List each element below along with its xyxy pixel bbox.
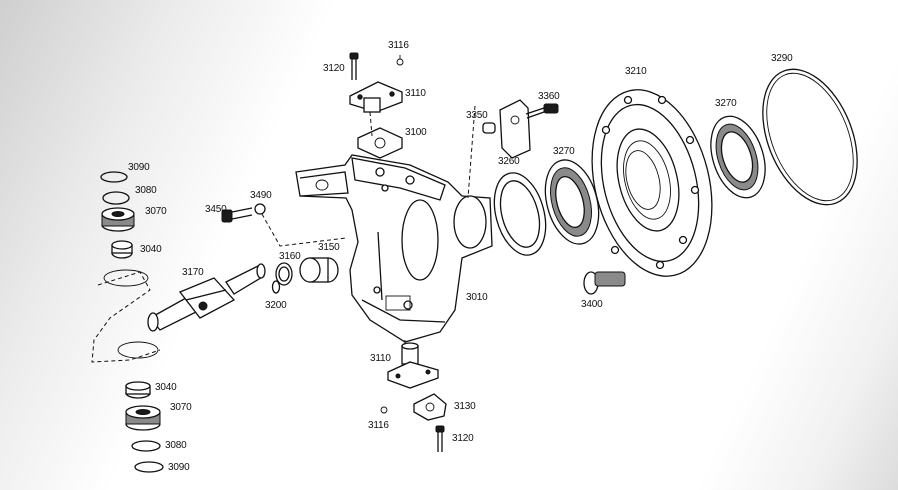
- label-3120-top: 3120: [323, 63, 345, 74]
- label-3090-bottom: 3090: [168, 462, 190, 473]
- bush-3150: [299, 257, 339, 283]
- flange-3210: [591, 89, 713, 277]
- label-3270-mid: 3270: [553, 146, 575, 157]
- drive-shaft-3170: [147, 263, 266, 332]
- ring-stack-bottom: [125, 381, 164, 473]
- washer-3490: [254, 203, 266, 215]
- label-3150: 3150: [318, 242, 340, 253]
- knuckle-3010: [295, 154, 493, 343]
- fitting-3116-top: [396, 58, 404, 66]
- label-3116-top: 3116: [388, 40, 409, 51]
- label-3360: 3360: [538, 91, 560, 102]
- label-3070-top: 3070: [145, 206, 167, 217]
- label-3170: 3170: [182, 267, 204, 278]
- label-3400: 3400: [581, 299, 603, 310]
- kingpin-cap-top-3110: [349, 81, 403, 113]
- gasket-3100: [357, 127, 403, 159]
- ring-3200: [271, 280, 281, 294]
- label-3110-top: 3110: [405, 88, 426, 99]
- kingpin-cap-bottom-3110: [387, 342, 439, 389]
- ring-stack-top: [100, 171, 135, 259]
- gasket-3130: [413, 393, 447, 421]
- sketch-outline: [91, 271, 161, 363]
- bearing-3270-mid: [544, 159, 600, 245]
- pin-3350: [482, 122, 496, 134]
- stud-3400: [583, 271, 626, 295]
- label-3350: 3350: [466, 110, 488, 121]
- label-3080-top: 3080: [135, 185, 157, 196]
- label-3100: 3100: [405, 127, 427, 138]
- bearing-3270-right: [710, 115, 766, 199]
- label-3270-right: 3270: [715, 98, 737, 109]
- label-3080-bottom: 3080: [165, 440, 187, 451]
- bolt-3360: [525, 103, 559, 119]
- plate-3350: [499, 99, 531, 159]
- label-3200: 3200: [265, 300, 287, 311]
- label-3450: 3450: [205, 204, 227, 215]
- label-3490: 3490: [250, 190, 272, 201]
- label-3260: 3260: [498, 156, 520, 167]
- label-3120-bottom: 3120: [452, 433, 474, 444]
- o-ring-3290: [762, 68, 858, 206]
- label-3010: 3010: [466, 292, 488, 303]
- bolt-3120-bottom: [435, 425, 445, 452]
- label-3160: 3160: [279, 251, 301, 262]
- fitting-3116-bottom: [380, 406, 388, 414]
- label-3130: 3130: [454, 401, 476, 412]
- seal-3160: [275, 262, 293, 286]
- bolt-3120-top: [349, 52, 359, 80]
- label-3040-top: 3040: [140, 244, 162, 255]
- label-3110-bottom: 3110: [370, 353, 391, 364]
- label-3210: 3210: [625, 66, 647, 77]
- label-3116-bottom: 3116: [368, 420, 389, 431]
- label-3070-bottom: 3070: [170, 402, 192, 413]
- bolt-3450: [221, 207, 253, 223]
- label-3290: 3290: [771, 53, 793, 64]
- label-3090-top: 3090: [128, 162, 150, 173]
- label-3040-bottom: 3040: [155, 382, 177, 393]
- seal-ring-3260: [493, 172, 547, 256]
